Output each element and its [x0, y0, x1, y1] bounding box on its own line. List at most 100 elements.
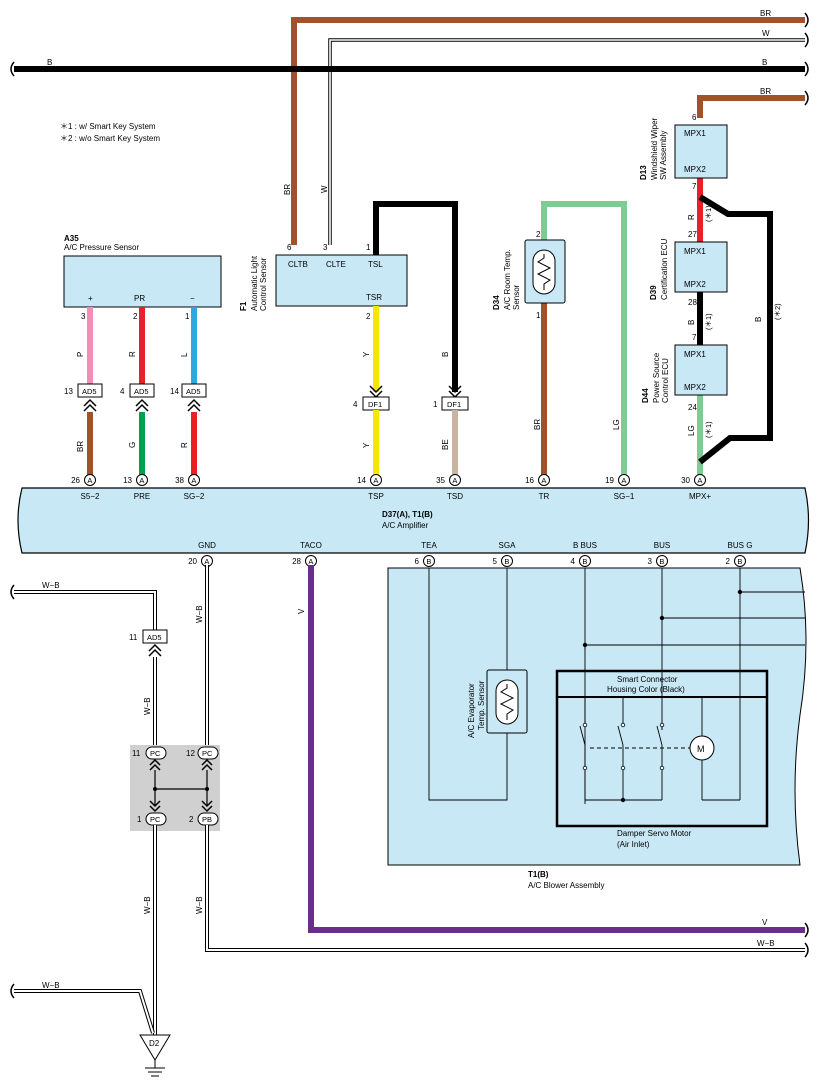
svg-text:TR: TR	[539, 492, 550, 501]
d44-pin-24: 24	[688, 403, 697, 412]
ad5-lower-pin: 11	[129, 633, 138, 642]
d39-pin-28: 28	[688, 298, 697, 307]
d34-code: D34	[492, 295, 501, 310]
d39-star1-mid: (＊1)	[704, 313, 713, 330]
ground-d2: D2	[149, 1039, 160, 1048]
a35-pressure-sensor: A35 A/C Pressure Sensor + PR − 3 2 1 P R…	[63, 234, 222, 475]
svg-text:B: B	[582, 557, 587, 566]
blower-code: T1(B)	[528, 870, 549, 879]
df1-pin-4: 4	[353, 400, 358, 409]
svg-text:35: 35	[436, 476, 445, 485]
amplifier-top-pins: A26S5−2A13PREA38SG−2A14TSPA35TSDA16TRA19…	[71, 474, 711, 501]
wb-left-top: W−B	[42, 581, 60, 590]
d44-name-1: Power Source	[652, 352, 661, 403]
ad5-label-2: AD5	[134, 387, 149, 396]
wire-label-br: BR	[760, 9, 771, 18]
a35-wire-g: G	[128, 442, 137, 448]
svg-text:B: B	[504, 557, 509, 566]
pc-top-left-pin: 11	[132, 749, 141, 758]
wb-mid: W−B	[143, 697, 152, 715]
a35-wire-p: P	[76, 352, 85, 357]
svg-text:B: B	[659, 557, 664, 566]
svg-text:MPX+: MPX+	[689, 492, 711, 501]
pc-top-left: PC	[150, 749, 161, 758]
svg-text:A: A	[87, 476, 92, 485]
svg-text:TSP: TSP	[368, 492, 384, 501]
a35-pin-2: 2	[133, 312, 138, 321]
d44-code: D44	[641, 388, 650, 403]
damper-servo-inlet: (Air Inlet)	[617, 840, 650, 849]
svg-text:PRE: PRE	[134, 492, 150, 501]
svg-text:38: 38	[175, 476, 184, 485]
df1-label-1: DF1	[368, 400, 382, 409]
amplifier-code: D37(A), T1(B)	[382, 510, 433, 519]
gnd-wire-wb: W−B	[195, 605, 204, 623]
f1-wire-b: B	[441, 352, 450, 357]
d39-mpx2: MPX2	[684, 280, 706, 289]
damper-servo-box	[555, 669, 769, 828]
f1-wire-y2: Y	[362, 442, 371, 448]
a35-name: A/C Pressure Sensor	[64, 243, 139, 252]
d34-wire-br: BR	[533, 419, 542, 430]
d44-name-2: Control ECU	[661, 358, 670, 403]
svg-text:B: B	[737, 557, 742, 566]
a35-pin-1: 1	[185, 312, 190, 321]
svg-text:A: A	[697, 476, 702, 485]
wire-label-b: B	[762, 58, 767, 67]
svg-text:S5−2: S5−2	[81, 492, 100, 501]
smart-connector-housing: Housing Color (Black)	[607, 685, 685, 694]
ad5-pin-4: 4	[120, 387, 125, 396]
ac-blower-assembly: T1(B) A/C Blower Assembly A/C Evaporator…	[387, 567, 807, 890]
f1-pin-tsr: TSR	[366, 293, 382, 302]
wb-left-bottom: W−B	[42, 981, 60, 990]
wire-label-w: W	[762, 29, 770, 38]
f1-wire-w: W	[320, 185, 329, 193]
wire-label-br2: BR	[760, 87, 771, 96]
d13-mpx1: MPX1	[684, 129, 706, 138]
d39-wire-r: R	[687, 214, 696, 220]
svg-text:4: 4	[571, 557, 576, 566]
f1-wire-be: BE	[441, 439, 450, 450]
f1-pin-clte: CLTE	[326, 260, 346, 269]
amplifier-name: A/C Amplifier	[382, 521, 429, 530]
d39-pin-27: 27	[688, 230, 697, 239]
df1-label-2: DF1	[447, 400, 461, 409]
f1-wire-y: Y	[362, 351, 371, 357]
d44-mpx1: MPX1	[684, 350, 706, 359]
a35-wire-r2: R	[180, 442, 189, 448]
d44-wire-lg: LG	[687, 425, 696, 436]
a35-pin-3: 3	[81, 312, 86, 321]
d34-room-temp-sensor: 2 1 D34 A/C Room Temp. Sensor BR LG	[492, 201, 627, 475]
svg-text:28: 28	[292, 557, 301, 566]
d39-code: D39	[649, 285, 658, 300]
d34-name-1: A/C Room Temp.	[503, 249, 512, 310]
svg-text:TEA: TEA	[421, 541, 437, 550]
f1-pin-num-1: 1	[366, 243, 371, 252]
pc-top-right-pin: 12	[186, 749, 195, 758]
d44-mpx2: MPX2	[684, 383, 706, 392]
a35-wire-r: R	[128, 351, 137, 357]
d34-name-2: Sensor	[512, 284, 521, 310]
motor-symbol: M	[697, 744, 705, 754]
svg-text:SG−2: SG−2	[184, 492, 205, 501]
df1-pin-1: 1	[433, 400, 438, 409]
svg-text:A: A	[541, 476, 546, 485]
a35-pin-label-plus: +	[88, 294, 93, 303]
bypass-star2: (＊2)	[773, 303, 782, 320]
v-wire-right-label: V	[762, 918, 768, 927]
svg-text:TACO: TACO	[300, 541, 322, 550]
d44-star1: (＊1)	[704, 421, 713, 438]
d13-box	[674, 124, 728, 179]
svg-text:TSD: TSD	[447, 492, 463, 501]
f1-pin-num-6: 6	[287, 243, 292, 252]
a35-code: A35	[64, 234, 79, 243]
